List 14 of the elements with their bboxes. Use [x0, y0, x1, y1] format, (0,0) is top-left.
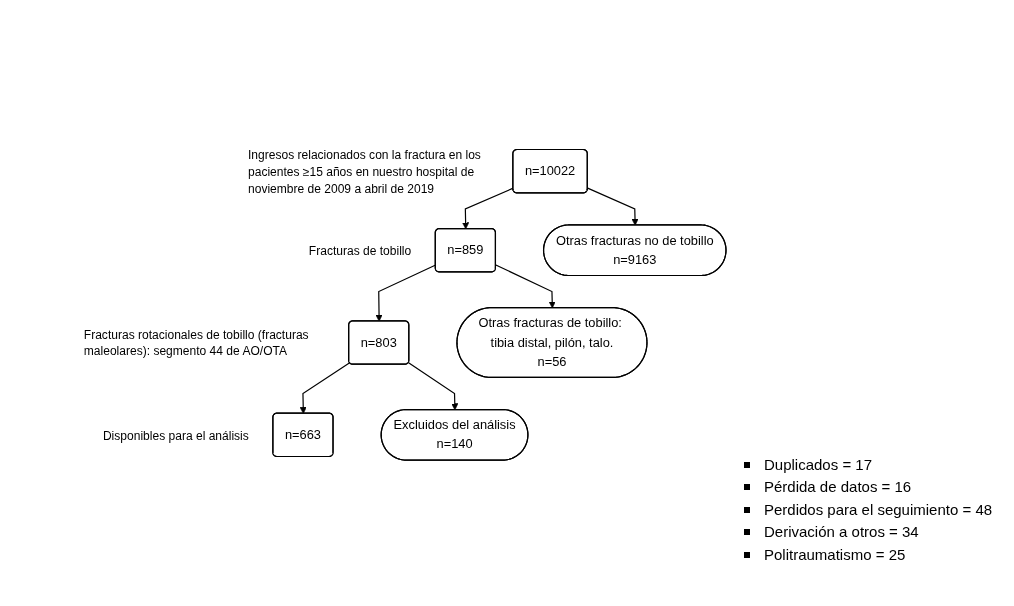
arrow — [462, 187, 514, 230]
list-item: Duplicados = 17 — [764, 454, 872, 475]
beside-text: Fracturas rotacionales de tobillo (fracturas maleolares): segmento 44 de AO/OTA — [83, 326, 310, 360]
list-item: Pérdida de datos = 16 — [764, 477, 912, 497]
beside-text: Disponibles para el análisis — [102, 427, 249, 444]
list-item: Derivación a otros = 34 — [764, 522, 919, 542]
beside-text: Ingresos relacionados con la fractura en los pacientes ≥15 años en nuestro hospital de noviembre de 2009 a abril de 2019 — [248, 146, 482, 197]
arrow — [587, 187, 639, 226]
arrow — [299, 362, 351, 414]
arrow — [495, 264, 556, 309]
arrow — [408, 362, 459, 411]
beside-text: Fracturas de tobillo — [308, 242, 412, 259]
list-item: Politraumatismo = 25 — [764, 544, 906, 565]
list-item: Perdidos para el seguimiento = 48 — [764, 499, 993, 520]
